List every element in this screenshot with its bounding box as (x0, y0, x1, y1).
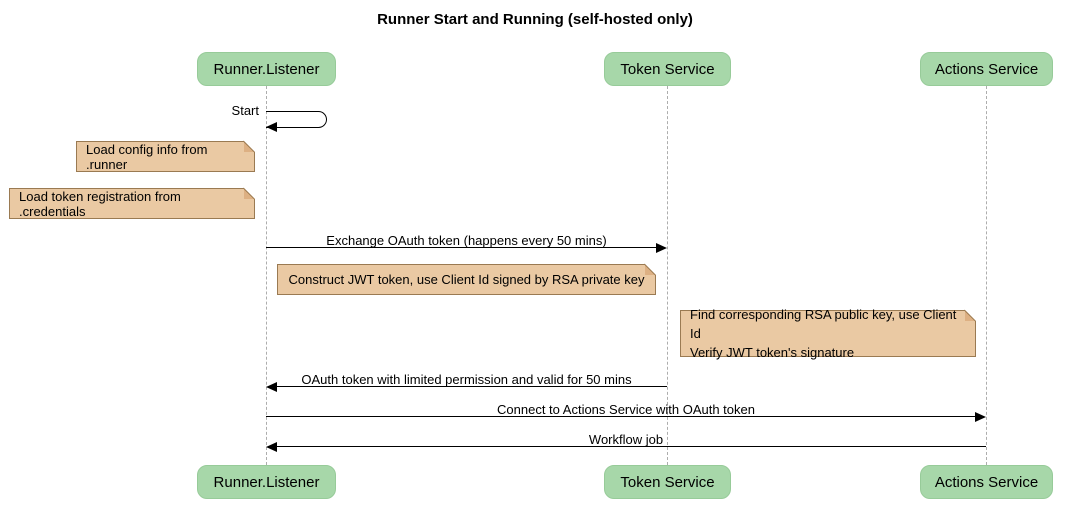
note-text: Load token registration from .credential… (19, 188, 181, 219)
self-message-loop (266, 111, 327, 128)
arrowhead-left-icon (266, 121, 277, 132)
message-line (275, 446, 986, 447)
participant-runner-listener-top: Runner.Listener (197, 52, 336, 86)
lifeline-runner-listener (265, 86, 267, 465)
note-text-line1: Find corresponding RSA public key, use C… (690, 307, 957, 341)
note-load-token-registration: Load token registration from .credential… (9, 187, 256, 219)
diagram-title: Runner Start and Running (self-hosted on… (377, 11, 693, 28)
message-line (275, 386, 667, 387)
message-line (266, 416, 977, 417)
arrowhead-right-icon (656, 243, 667, 253)
participant-token-service-top: Token Service (604, 52, 731, 86)
arrowhead-left-icon (266, 382, 277, 392)
note-construct-jwt: Construct JWT token, use Client Id signe… (277, 263, 657, 295)
note-fold-icon (244, 187, 256, 199)
note-text-line2: Verify JWT token's signature (690, 345, 855, 360)
lifeline-actions-service (985, 86, 987, 465)
note-fold-icon (965, 309, 977, 321)
note-fold-icon (645, 263, 657, 275)
message-label-connect-actions: Connect to Actions Service with OAuth to… (497, 402, 755, 417)
participant-actions-service-top: Actions Service (920, 52, 1053, 86)
message-label-workflow-job: Workflow job (588, 432, 664, 447)
participant-token-service-bottom: Token Service (604, 465, 731, 499)
arrowhead-left-icon (266, 442, 277, 452)
note-verify-jwt: Find corresponding RSA public key, use C… (680, 307, 977, 360)
message-line (266, 247, 658, 248)
lifeline-token-service (666, 86, 668, 465)
note-load-config: Load config info from .runner (76, 140, 256, 172)
participant-runner-listener-bottom: Runner.Listener (197, 465, 336, 499)
message-label-start: Start (231, 103, 259, 118)
arrowhead-right-icon (975, 412, 986, 422)
note-fold-icon (244, 140, 256, 152)
note-text: Load config info from .runner (86, 141, 208, 172)
participant-actions-service-bottom: Actions Service (920, 465, 1053, 499)
note-text: Construct JWT token, use Client Id signe… (288, 272, 645, 287)
message-label-exchange-oauth: Exchange OAuth token (happens every 50 m… (326, 233, 607, 248)
message-label-oauth-token: OAuth token with limited permission and … (301, 372, 632, 387)
